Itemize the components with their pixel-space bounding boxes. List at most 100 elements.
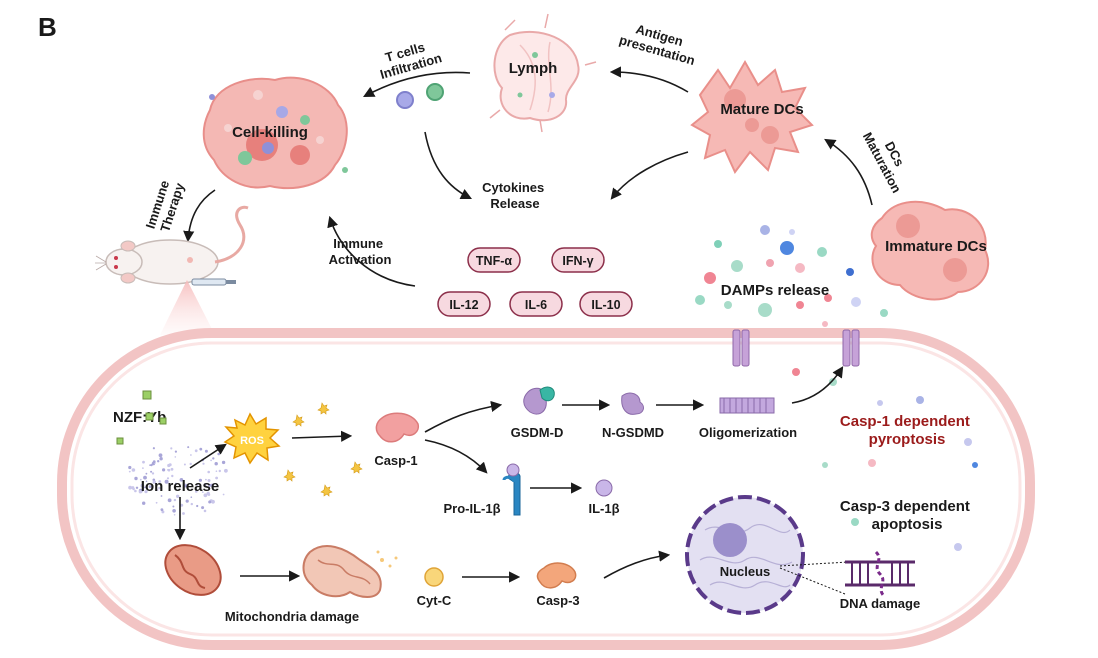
arrow-tcell-to-cytokines — [424, 131, 473, 200]
dna-icon — [845, 550, 915, 598]
ion-particle — [174, 450, 177, 453]
arrow-dc-to-lymph — [609, 66, 689, 93]
ion-particle — [206, 491, 210, 496]
pro-il1b-icon — [502, 463, 521, 516]
ion-particle — [128, 470, 131, 473]
arrow-ros-to-casp1 — [291, 430, 353, 442]
ion-particle — [145, 480, 148, 483]
ion-particle — [138, 490, 143, 494]
arrow-dc-to-cytokines — [610, 151, 689, 200]
ion-particle — [180, 503, 184, 507]
ion-particle — [159, 457, 163, 461]
ion-particle — [139, 478, 142, 481]
ion-particle — [215, 476, 219, 480]
ion-particle — [158, 453, 163, 458]
cytokine-il6-label: IL-6 — [525, 298, 547, 312]
released-particles — [792, 368, 978, 551]
ion-particle — [199, 447, 203, 451]
cell-membrane-inner — [70, 341, 1022, 637]
ion-particle — [203, 509, 207, 513]
ion-particle — [170, 467, 174, 471]
ion-particle — [134, 476, 138, 481]
ion-particle — [174, 482, 177, 485]
ion-particle — [185, 499, 189, 503]
ion-particle — [132, 487, 135, 491]
ion-particle — [173, 514, 176, 516]
ion-particle — [134, 489, 137, 493]
dna-connector — [779, 561, 849, 595]
ion-particle — [208, 500, 212, 504]
pyroptosis-label: pyroptosis — [869, 431, 946, 448]
ion-particle — [190, 502, 193, 506]
ion-particle — [142, 460, 145, 464]
mature-dc-icon — [690, 59, 814, 174]
arrow-immature-to-mature — [824, 138, 873, 206]
arrow-immune-therapy — [183, 189, 216, 243]
ion-particle — [194, 449, 198, 453]
ion-particle — [143, 475, 147, 480]
ion-particle — [196, 484, 199, 486]
ion-particle — [164, 479, 169, 484]
ion-particle — [207, 479, 211, 482]
membrane-channel-icon — [732, 329, 750, 367]
ion-particle — [128, 465, 132, 470]
tumor-cell-icon — [202, 76, 348, 190]
release-label: Release — [490, 196, 539, 211]
ion-particle — [152, 480, 156, 484]
ion-particle — [158, 480, 162, 483]
cell-killing-label: Cell-killing — [232, 124, 308, 141]
ion-particle — [217, 452, 220, 456]
immature-dcs-label: Immature DCs — [885, 238, 987, 255]
ion-particle — [162, 468, 166, 472]
mature-dcs-label: Mature DCs — [720, 101, 803, 118]
ion-particle — [167, 469, 169, 471]
ion-particle — [214, 462, 218, 466]
damps-particles — [695, 225, 888, 327]
ion-particle — [172, 505, 175, 508]
mouse-icon — [95, 205, 249, 286]
ion-particle — [189, 462, 192, 466]
ros-burst-icon — [223, 412, 281, 465]
ion-particle — [135, 486, 139, 489]
ion-particle — [210, 459, 213, 462]
ion-particle — [187, 446, 190, 449]
t-cell-icon — [396, 91, 414, 109]
svg-text:Cytokines Release: Cytokines Release — [482, 180, 548, 211]
ion-particle — [160, 495, 163, 497]
ion-particle — [224, 468, 228, 473]
apoptosis-label: apoptosis — [872, 516, 943, 533]
cytokine-pill: IFN-γ — [551, 247, 605, 273]
ion-particle — [148, 485, 152, 488]
svg-text:Casp-1 dependent pyroptosi: Casp-1 dependent pyroptosis — [840, 413, 974, 448]
cytokine-il12-label: IL-12 — [449, 298, 478, 312]
ion-particle — [201, 491, 204, 493]
ion-particle — [215, 470, 218, 473]
cytc-icon — [424, 567, 444, 587]
arrow-casp1-to-proil1b — [424, 439, 488, 474]
svg-text:DCs Maturation: DCs Maturation — [860, 123, 918, 196]
damps-label: DAMPs release — [721, 282, 829, 299]
ion-particle — [196, 504, 199, 508]
arrow-immune-activation — [327, 215, 416, 287]
oligomerization-label: Oligomerization — [699, 425, 797, 440]
ion-particle — [190, 496, 193, 499]
arrow-casp1-to-gsdmd — [424, 400, 503, 433]
ion-particle — [167, 498, 172, 503]
nzf-label: NZF:Yb — [113, 409, 166, 426]
gsdmd-label: GSDM-D — [511, 425, 564, 440]
ion-particle — [176, 494, 180, 498]
ion-particle — [145, 472, 148, 475]
ion-particle — [198, 478, 202, 482]
ion-particle — [161, 510, 165, 514]
ion-release-label: Ion release — [141, 478, 219, 495]
ion-particle — [212, 457, 215, 460]
cytc-label: Cyt-C — [417, 593, 452, 608]
ion-particle — [172, 509, 176, 513]
arrow-lymph-to-cell-killing — [363, 71, 471, 98]
mitochondrion-icon — [164, 544, 222, 596]
ion-particle — [207, 470, 210, 474]
casp1-icon — [375, 412, 420, 443]
arrow-casp3-to-nucleus — [603, 550, 671, 579]
ion-particle — [150, 470, 153, 473]
casp3-label: Casp-3 — [536, 593, 579, 608]
